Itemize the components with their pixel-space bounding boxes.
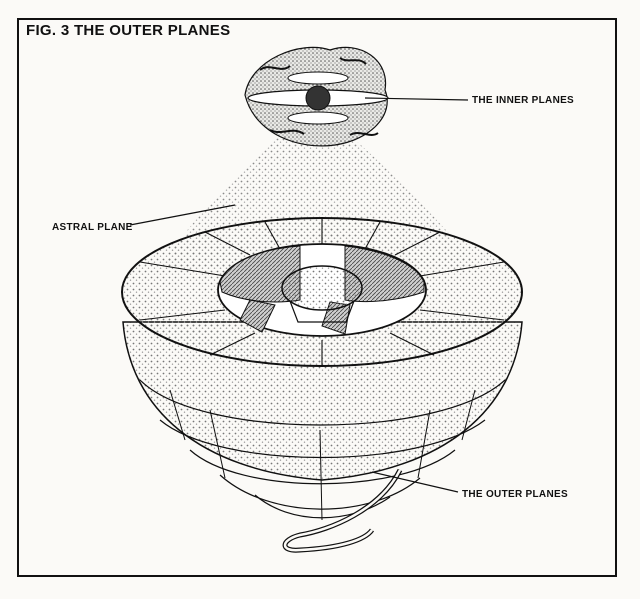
figure-border [17,18,617,577]
outer-planes-label: THE OUTER PLANES [462,489,568,500]
inner-planes-leader [364,97,469,101]
figure-title: FIG. 3 THE OUTER PLANES [26,22,231,39]
outer-ring-segments [139,218,505,366]
astral-plane-label: ASTRAL PLANE [52,222,133,233]
inner-planes-label: THE INNER PLANES [472,95,575,106]
outer-planes-leader [371,471,459,493]
astral-plane-leader [129,204,236,226]
spiral-ramp [282,468,403,553]
central-pillar-top [281,265,363,311]
outer-planes-body [122,321,523,521]
inner-planes-cluster [244,46,389,147]
